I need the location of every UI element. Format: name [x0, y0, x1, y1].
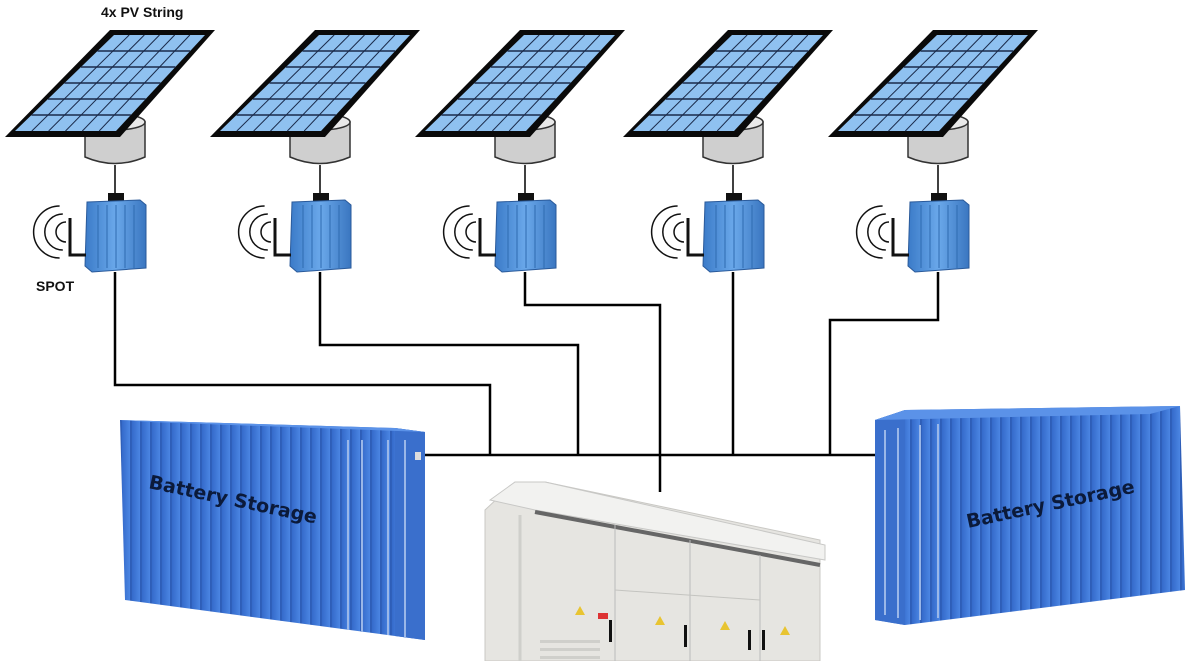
wireless-signal-icon — [855, 205, 890, 259]
battery-container-right: Battery Storage — [875, 406, 1185, 625]
antenna-icon — [478, 218, 496, 257]
battery-container-left: Battery Storage — [120, 420, 425, 640]
spot-label: SPOT — [36, 278, 75, 294]
pv-string-unit — [210, 30, 420, 273]
pv-string-unit — [5, 30, 215, 273]
wireless-signal-icon — [237, 205, 272, 259]
pv-string-unit — [623, 30, 833, 273]
wire-string-3 — [523, 272, 662, 492]
pv-string-unit — [415, 30, 625, 273]
pv-string-unit — [828, 30, 1038, 273]
wireless-signal-icon — [32, 205, 67, 259]
antenna-icon — [273, 218, 291, 257]
wire-string-1 — [113, 272, 492, 455]
inverter-station — [484, 481, 826, 661]
wire-string-5 — [828, 272, 940, 455]
antenna-icon — [686, 218, 704, 257]
wireless-signal-icon — [650, 205, 685, 259]
wireless-signal-icon — [442, 205, 477, 259]
wiring — [113, 272, 940, 492]
antenna-icon — [68, 218, 86, 257]
wire-string-2 — [318, 272, 580, 455]
pv-string-label: 4x PV String — [101, 4, 183, 20]
pv-strings — [5, 30, 1038, 273]
antenna-icon — [891, 218, 909, 257]
